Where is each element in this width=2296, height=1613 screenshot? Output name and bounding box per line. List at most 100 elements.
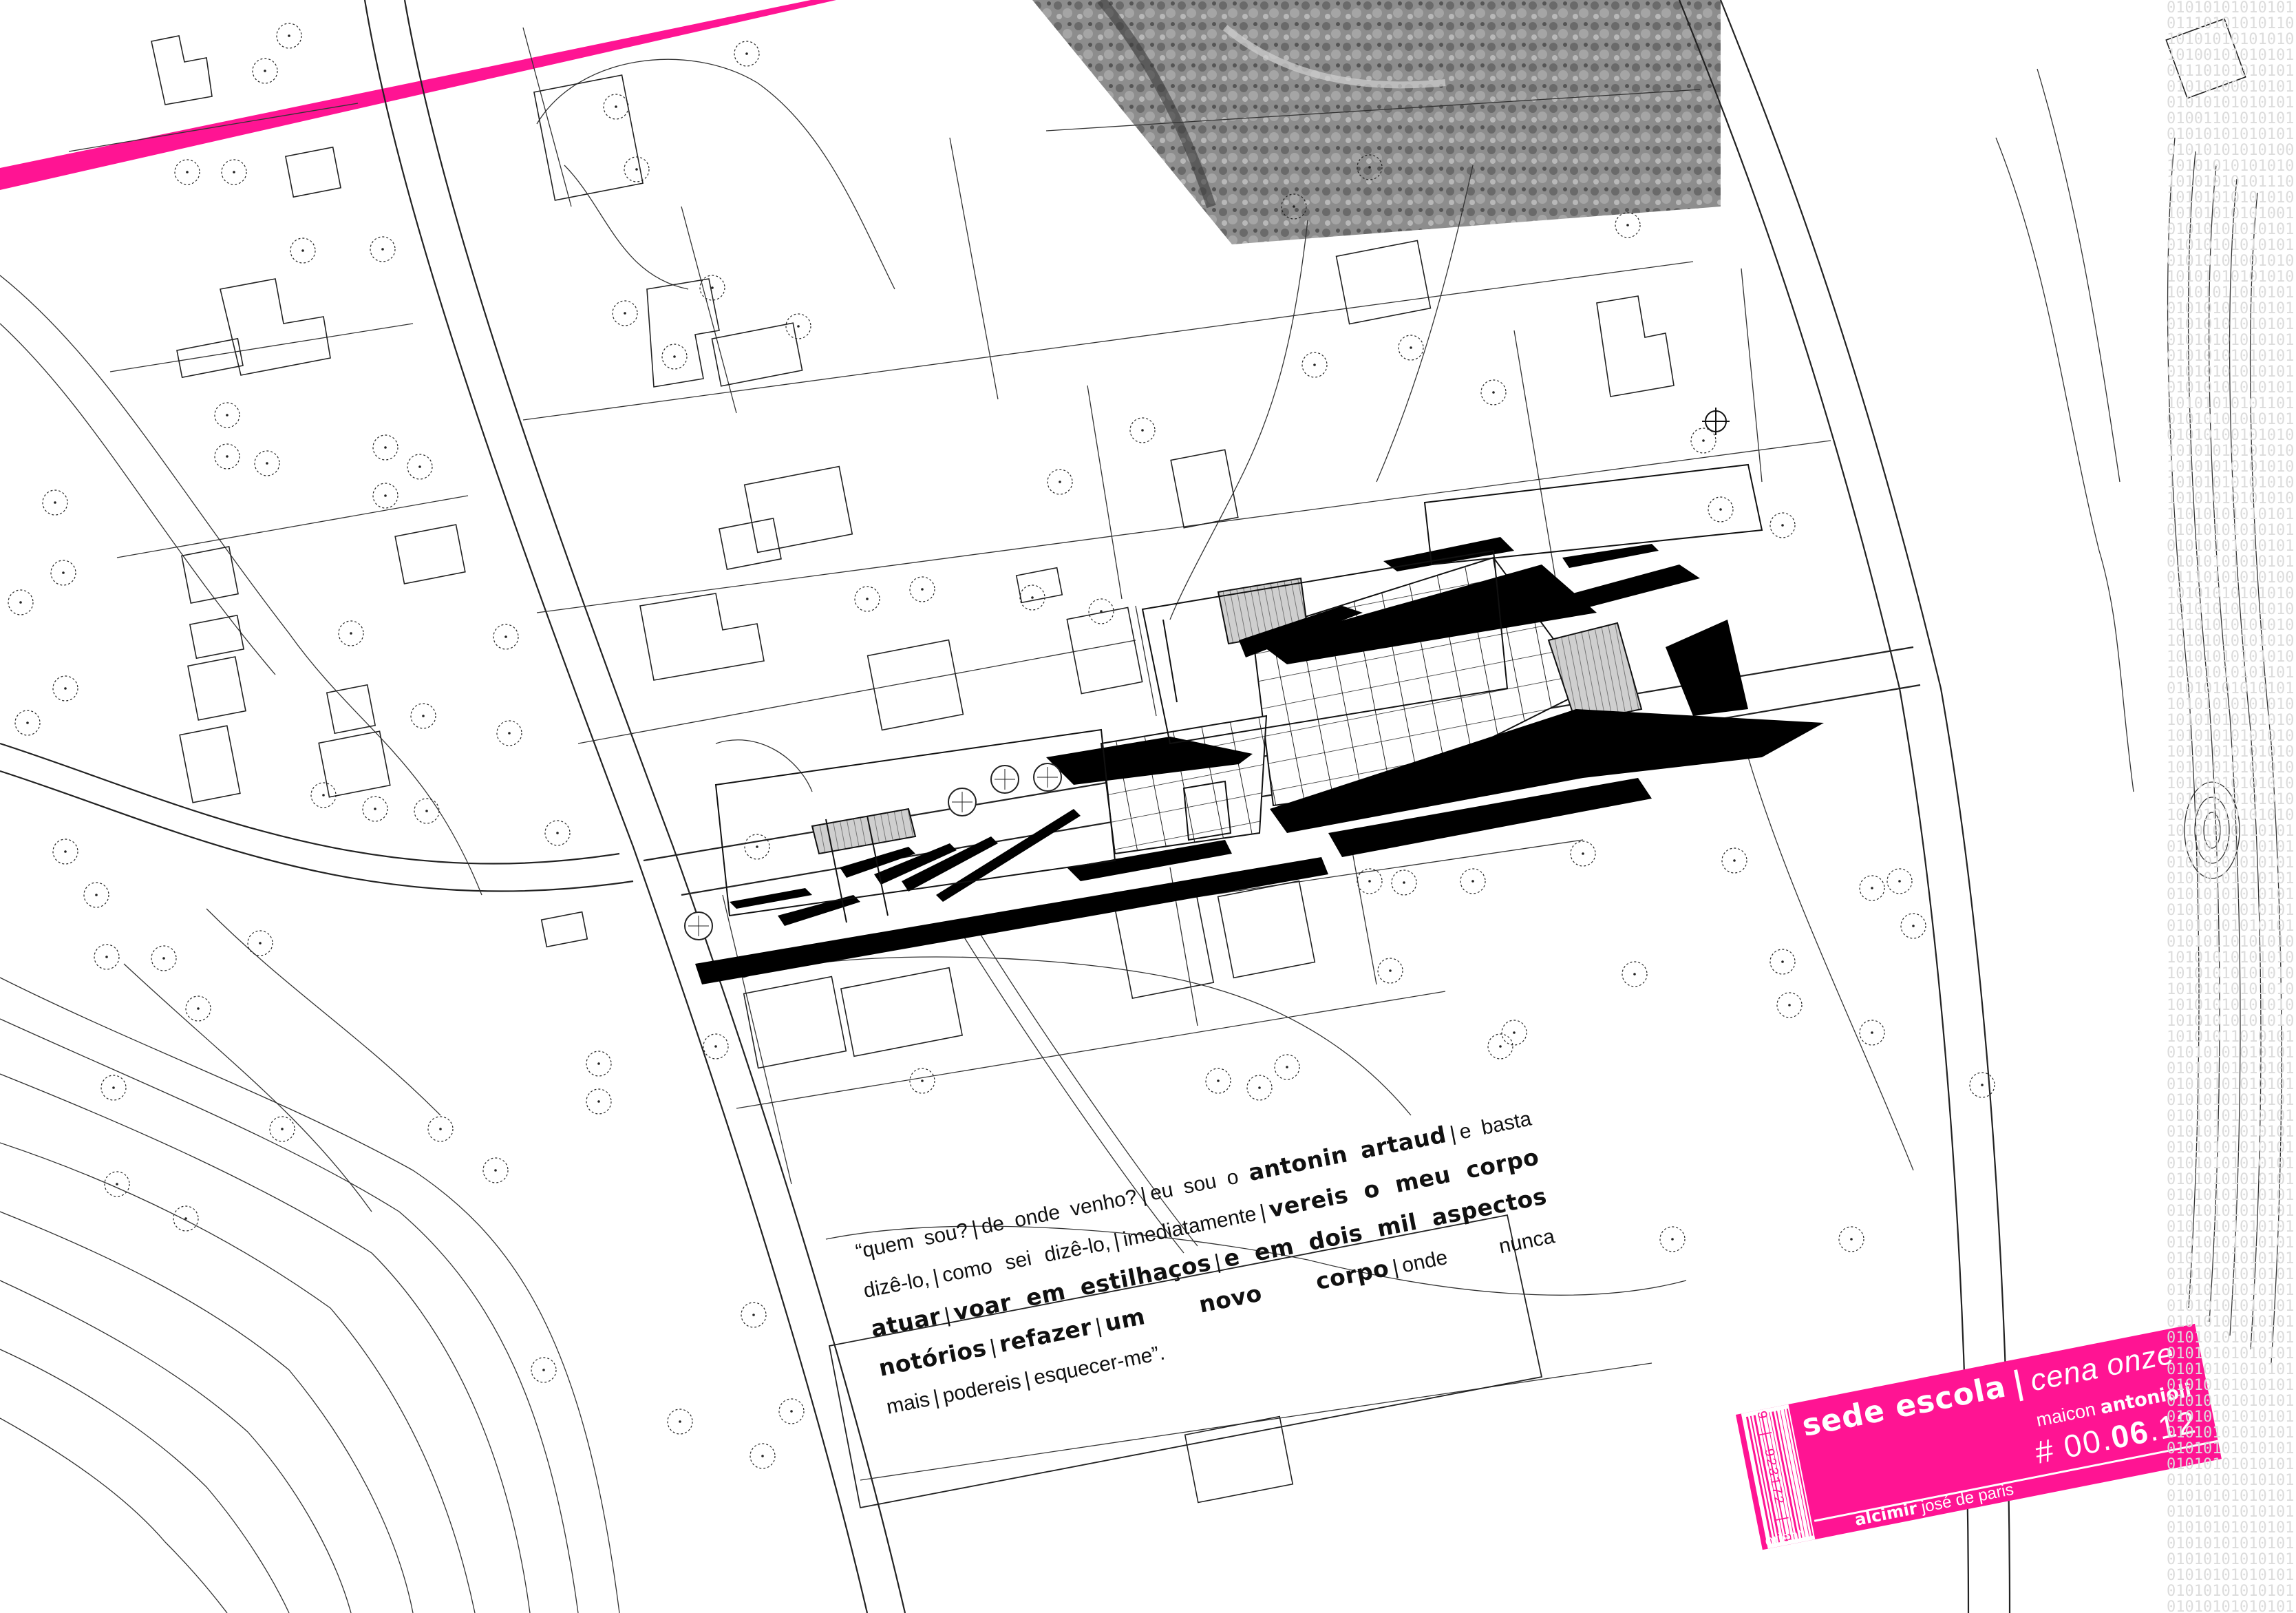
- tree-center: [1719, 508, 1722, 511]
- tree-symbol: [1776, 992, 1803, 1018]
- tree-center: [597, 1100, 600, 1103]
- tree-symbol: [854, 586, 880, 612]
- tree-symbol: [372, 434, 398, 461]
- tree-symbol: [410, 703, 436, 729]
- tree-center: [679, 1420, 681, 1423]
- tree-symbol: [247, 930, 273, 956]
- tree-symbol: [531, 1357, 557, 1383]
- tree-symbol: [1859, 875, 1885, 901]
- tree-center: [711, 286, 714, 289]
- tree-center: [266, 462, 268, 465]
- tree-center: [1403, 881, 1405, 884]
- tree-symbol: [1721, 847, 1747, 874]
- tree-center: [1410, 346, 1412, 349]
- tree-symbol: [612, 300, 638, 326]
- tree-symbol: [750, 1443, 776, 1469]
- tree-symbol: [414, 798, 440, 824]
- tree-symbol: [703, 1033, 729, 1059]
- tree-symbol: [1487, 1033, 1513, 1059]
- tree-center: [1286, 1066, 1288, 1068]
- tree-symbol: [778, 1398, 805, 1424]
- tree-center: [116, 1183, 118, 1185]
- tree-center: [233, 171, 235, 173]
- tree-center: [1031, 596, 1034, 599]
- tree-symbol: [1769, 949, 1796, 975]
- tree-center: [112, 1086, 115, 1089]
- tree-center: [1059, 481, 1061, 483]
- tree-center: [439, 1128, 442, 1130]
- tree-center: [62, 571, 65, 574]
- tree-symbol: [667, 1409, 693, 1435]
- tree-symbol: [8, 589, 34, 615]
- tree-symbol: [624, 156, 650, 182]
- tree-symbol: [1047, 469, 1073, 495]
- tree-symbol: [734, 41, 760, 67]
- tree-center: [1912, 925, 1915, 927]
- tree-center: [1141, 429, 1144, 432]
- tree-symbol: [1501, 1020, 1527, 1046]
- tree-symbol: [254, 450, 280, 476]
- tree-center: [1633, 973, 1636, 976]
- tree-center: [752, 1314, 755, 1316]
- tree-center: [26, 721, 29, 724]
- tree-symbol: [1969, 1072, 1995, 1098]
- tree-symbols: [8, 23, 1995, 1469]
- tree-symbol: [661, 344, 688, 370]
- tree-center: [797, 325, 800, 328]
- tree-symbol: [1205, 1068, 1231, 1094]
- quote-bold-phrase: refazer: [997, 1313, 1094, 1358]
- tree-symbol: [1886, 868, 1913, 894]
- tree-center: [259, 942, 262, 945]
- tree-center: [1781, 524, 1784, 527]
- tree-symbol: [214, 402, 240, 428]
- tree-symbol: [1357, 154, 1383, 180]
- tree-symbol: [173, 1205, 199, 1232]
- tree-center: [350, 632, 352, 635]
- contour-lines: [0, 59, 2282, 1613]
- tree-symbol: [1622, 961, 1648, 987]
- tree-symbol: [1357, 868, 1383, 894]
- tree-symbol: [496, 720, 522, 746]
- tree-symbol: [221, 159, 247, 185]
- tree-symbol: [544, 820, 571, 846]
- tree-center: [756, 845, 758, 848]
- tree-symbol: [338, 620, 364, 646]
- tree-symbol: [1900, 913, 1926, 939]
- tree-center: [1513, 1031, 1516, 1034]
- tree-center: [19, 601, 22, 604]
- tree-symbol: [1377, 958, 1403, 984]
- tree-symbol: [1398, 335, 1424, 361]
- tree-center: [425, 810, 428, 812]
- tree-center: [508, 732, 511, 735]
- tree-symbol: [83, 882, 109, 908]
- tree-symbol: [1690, 428, 1716, 454]
- tree-center: [54, 501, 56, 504]
- tree-center: [1981, 1084, 1984, 1086]
- tree-symbol: [104, 1171, 130, 1197]
- tree-center: [1313, 363, 1316, 366]
- tree-symbol: [50, 560, 76, 586]
- tree-center: [673, 355, 676, 358]
- tree-center: [162, 957, 165, 960]
- tree-center: [624, 312, 626, 315]
- tree-symbol: [1246, 1075, 1273, 1101]
- tree-symbol: [362, 796, 388, 822]
- tree-symbol: [52, 675, 78, 702]
- tree-center: [556, 832, 559, 834]
- pink-accent-band: [0, 0, 836, 190]
- tree-center: [1471, 880, 1474, 883]
- tree-center: [1492, 391, 1495, 394]
- tree-symbol: [741, 1302, 767, 1328]
- tree-center: [635, 168, 638, 171]
- tree-symbol: [482, 1157, 509, 1183]
- tree-symbol: [1769, 512, 1796, 538]
- tree-center: [1368, 166, 1371, 169]
- tree-symbol: [290, 238, 316, 264]
- tree-symbol: [1859, 1020, 1885, 1046]
- tree-center: [64, 850, 67, 853]
- tree-center: [197, 1007, 200, 1010]
- tree-center: [186, 171, 189, 173]
- tree-symbol: [1838, 1226, 1864, 1252]
- tree-symbol: [174, 159, 200, 185]
- tree-symbol: [370, 236, 396, 262]
